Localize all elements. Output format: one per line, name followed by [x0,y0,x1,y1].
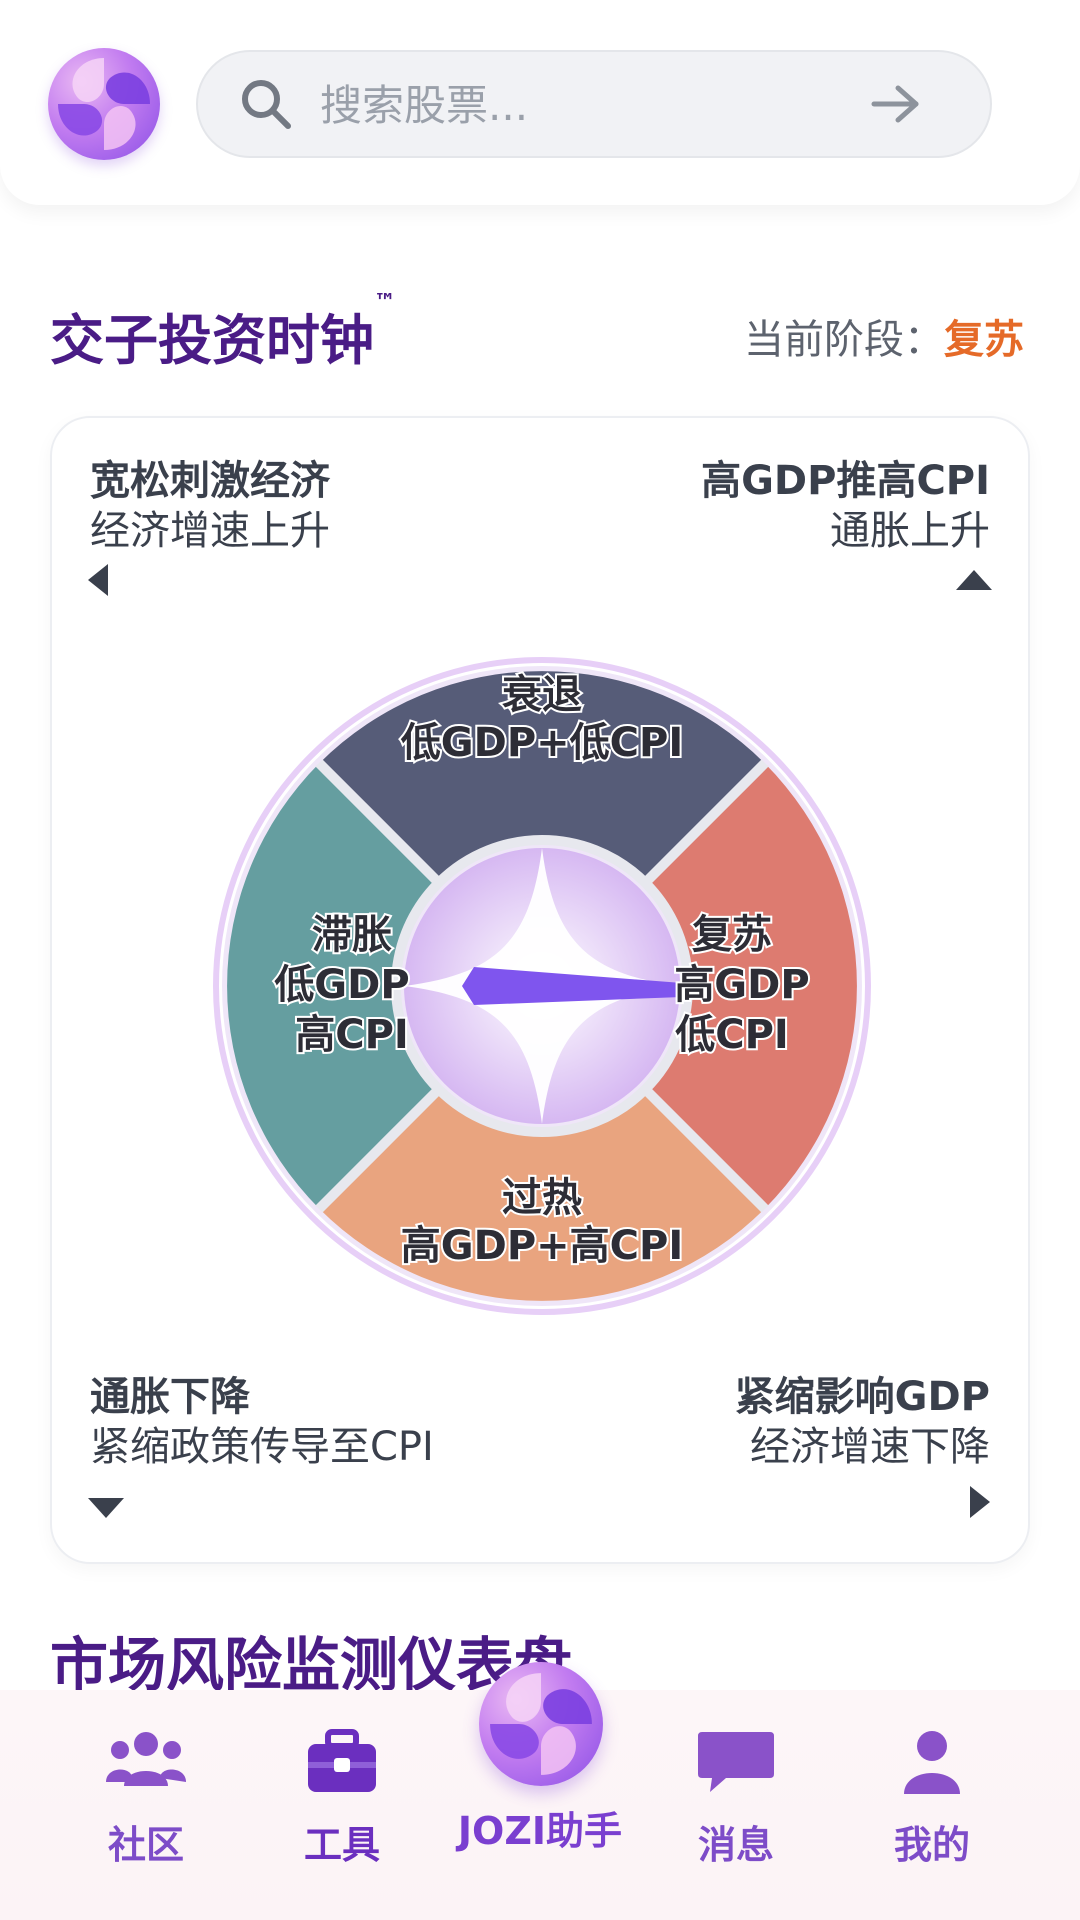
quadrant-recession[interactable] [319,671,765,885]
trademark: ™ [374,290,396,315]
quadrant-overheat[interactable] [319,1087,765,1301]
corner-top-left: 宽松刺激经济 经济增速上升 [90,456,330,556]
arrow-left-icon [88,564,108,596]
corner-top-left-subtitle: 经济增速上升 [90,508,330,554]
corner-top-right-subtitle: 通胀上升 [830,508,990,554]
clock-title-text: 交子投资时钟 [50,309,374,372]
corner-bottom-left-subtitle: 紧缩政策传导至CPI [90,1424,434,1470]
phase-value: 复苏 [944,317,1024,363]
nav-community[interactable]: 社区 [66,1690,226,1890]
app-logo-icon[interactable] [48,48,160,160]
search-bar[interactable] [196,50,992,158]
top-header [0,0,1080,205]
quadrant-left-title: 滞胀 [312,912,392,958]
quadrant-recovery[interactable] [643,763,857,1209]
corner-bottom-right-title: 紧缩影响GDP [734,1374,990,1420]
quadrant-top-subtitle: 低GDP+低CPI [401,720,683,766]
nav-tools[interactable]: 工具 [262,1690,422,1890]
dashboard-title: 市场风险监测仪表盘 [50,1631,573,1699]
quadrant-right-title: 复苏 [692,912,772,958]
quadrant-top-title: 衰退 [502,672,582,718]
message-icon [698,1732,774,1792]
quadrant-right-line3: 低CPI [675,1012,789,1058]
nav-tools-label: 工具 [303,1823,380,1867]
investment-clock-dial: 衰退 低GDP+低CPI 复苏 高GDP 低CPI 过热 高GDP+高CPI 滞… [213,657,871,1315]
nav-community-label: 社区 [107,1823,184,1867]
quadrant-right-line2: 高GDP [674,962,809,1008]
quadrant-stagflation[interactable] [227,763,441,1209]
corner-top-left-title: 宽松刺激经济 [90,458,330,504]
corner-bottom-left: 通胀下降 紧缩政策传导至CPI [90,1372,434,1472]
arrow-down-icon [88,1498,124,1518]
current-phase: 当前阶段：复苏 [744,307,1024,365]
nav-messages[interactable]: 消息 [656,1690,816,1890]
community-icon [106,1732,186,1786]
investment-clock-card: 宽松刺激经济 经济增速上升 高GDP推高CPI 通胀上升 [50,416,1030,1564]
corner-bottom-right: 紧缩影响GDP 经济增速下降 [735,1372,990,1472]
corner-bottom-left-title: 通胀下降 [90,1374,250,1420]
toolbox-icon [308,1729,376,1792]
quadrant-left-line2: 低GDP [274,962,409,1008]
quadrant-bottom-title: 过热 [502,1175,582,1221]
search-input[interactable] [318,52,882,158]
nav-mine-label: 我的 [893,1823,970,1867]
corner-bottom-right-subtitle: 经济增速下降 [750,1424,990,1470]
clock-title: 交子投资时钟™ [50,290,396,375]
nav-messages-label: 消息 [697,1823,774,1867]
quadrant-bottom-subtitle: 高GDP+高CPI [401,1223,683,1269]
arrow-right-small-icon [970,1486,990,1518]
arrow-up-icon [956,570,992,590]
search-icon [242,80,291,129]
clock-needle [462,967,682,1005]
assistant-logo-icon[interactable] [479,1662,603,1786]
profile-icon [904,1731,960,1794]
corner-top-right: 高GDP推高CPI 通胀上升 [701,456,990,556]
corner-top-right-title: 高GDP推高CPI [701,458,990,504]
nav-assistant[interactable]: JOZI助手 [457,1809,623,1853]
arrow-right-icon[interactable] [868,80,924,128]
phase-label: 当前阶段： [744,317,944,363]
quadrant-left-line3: 高CPI [295,1012,409,1058]
nav-mine[interactable]: 我的 [852,1690,1012,1890]
